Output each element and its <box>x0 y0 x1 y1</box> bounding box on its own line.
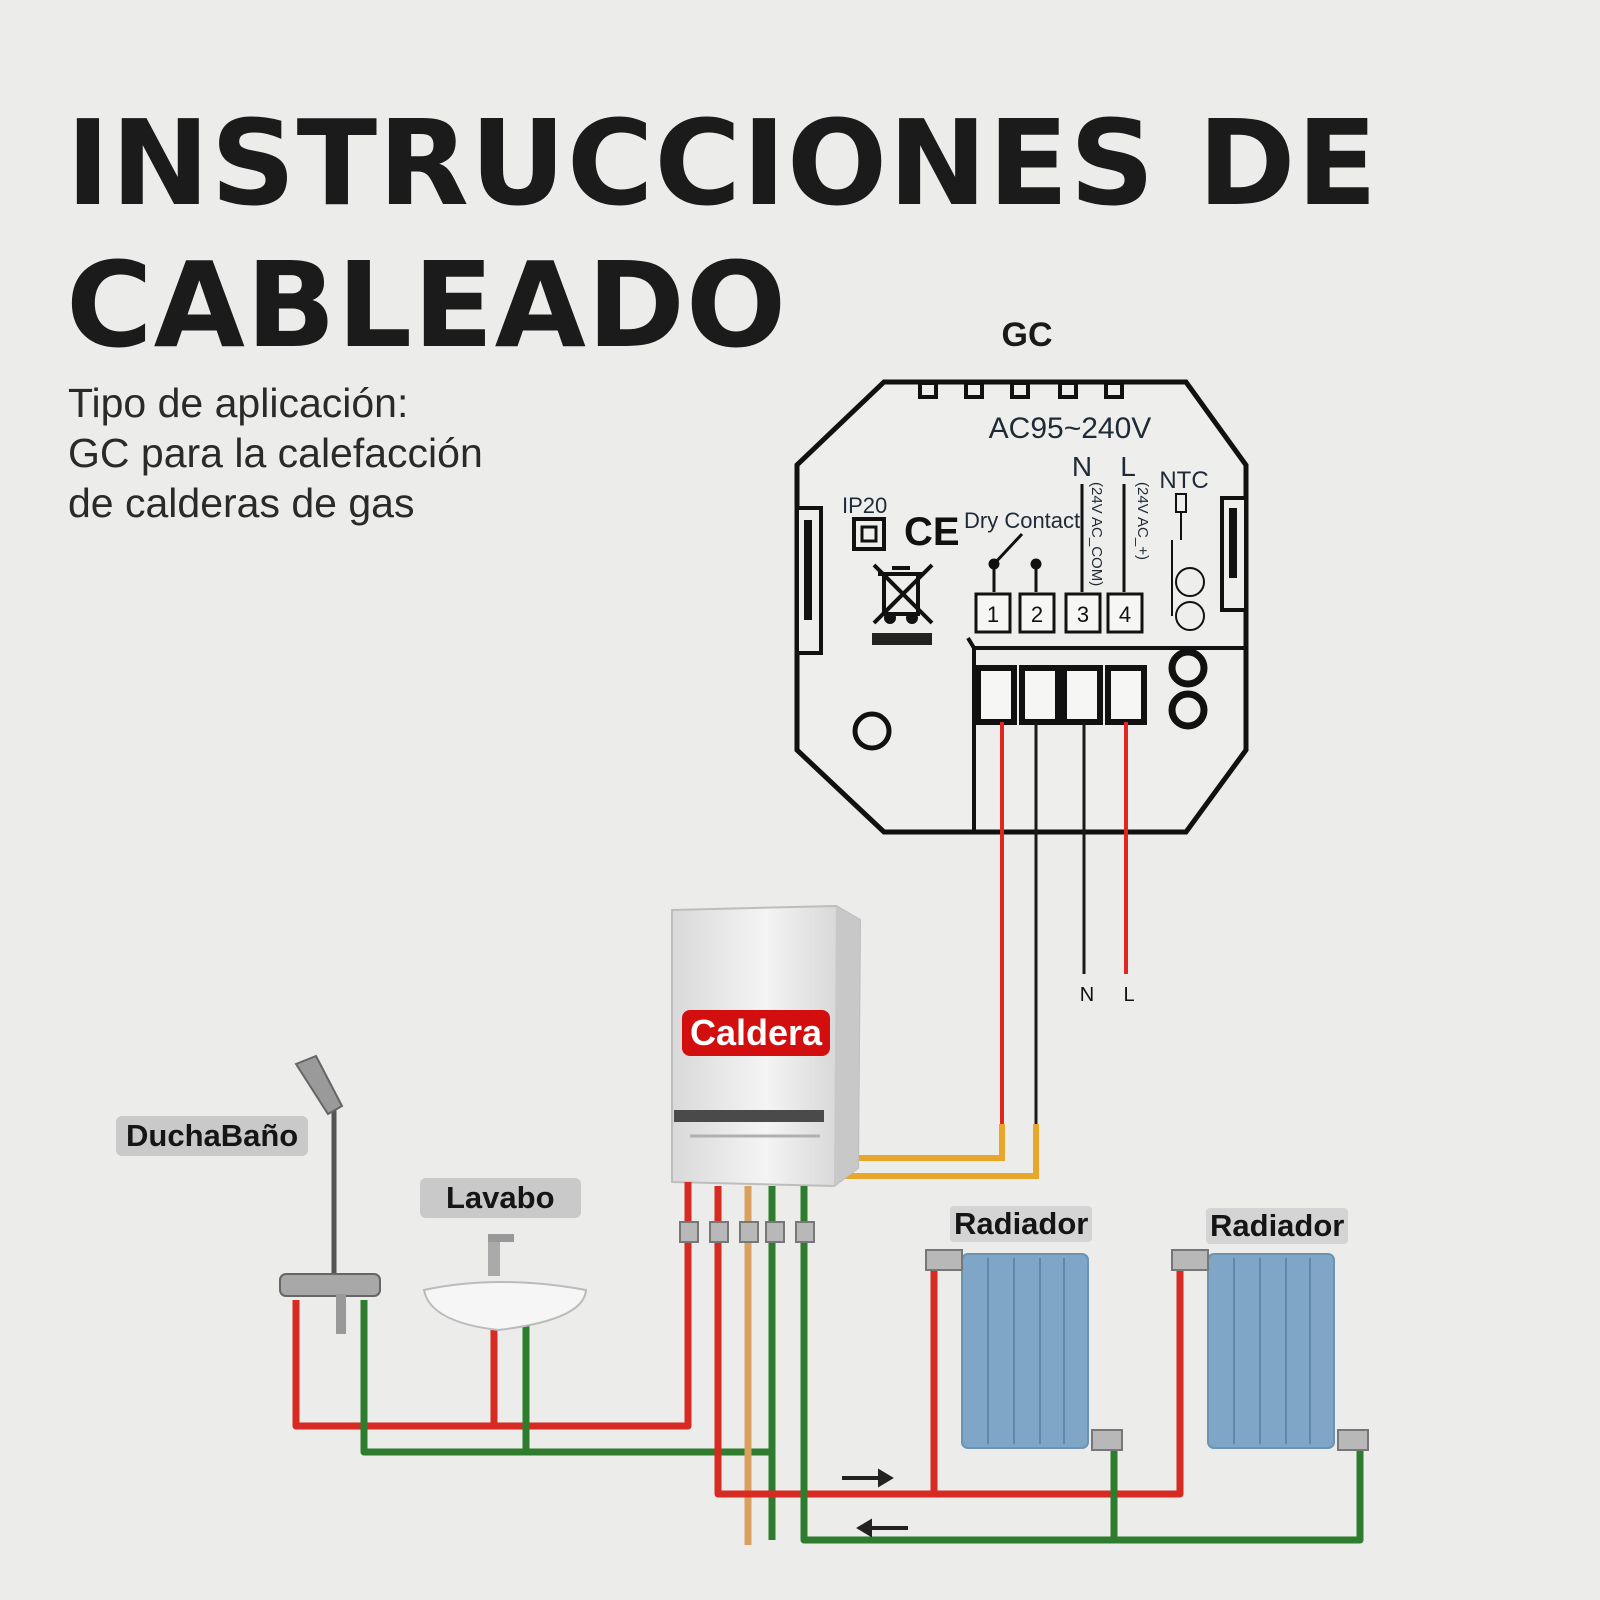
screw-terminal-3 <box>1061 665 1103 725</box>
screw-terminal-1 <box>975 665 1017 725</box>
l-terminal-label: L <box>1120 451 1136 482</box>
valve-4 <box>765 1221 785 1243</box>
n-terminal-label: N <box>1072 451 1092 482</box>
sink-label: Lavabo <box>420 1178 581 1218</box>
dry-contact-switch-icon <box>988 532 1042 592</box>
class-ii-inner-square <box>860 525 878 543</box>
weee-bin-icon <box>872 563 934 625</box>
valve-3 <box>739 1221 759 1243</box>
dry-contact-label: Dry Contact <box>964 508 1080 533</box>
mounting-hole <box>852 711 892 751</box>
sink-basin <box>422 1281 588 1332</box>
terminal-number-boxes: 1 2 3 4 <box>974 592 1144 634</box>
shower-label: DuchaBaño <box>116 1116 309 1156</box>
radiator-2-inlet-valve <box>1171 1249 1209 1271</box>
l-wire-end-label: L <box>1123 984 1134 1006</box>
subtitle-line-1: Tipo de aplicación: <box>68 380 409 426</box>
model-label: GC <box>1002 316 1053 354</box>
left-bracket-slot <box>804 520 812 620</box>
heating-return-pipe <box>800 1186 1364 1544</box>
terminal-3-number: 3 <box>1077 602 1089 627</box>
terminal-2-box <box>1018 592 1056 634</box>
valve-1 <box>679 1221 699 1243</box>
flow-arrow-right-head <box>878 1468 894 1488</box>
valve-2 <box>709 1221 729 1243</box>
subtitle-line-3: de calderas de gas <box>68 480 415 526</box>
class-ii-outer-square <box>852 517 886 551</box>
radiator-2-label: Radiador <box>1206 1208 1349 1244</box>
heating-flow-pipe <box>714 1186 1184 1498</box>
boiler-side <box>834 906 860 1186</box>
radiator-1-fins <box>987 1258 1065 1444</box>
radiator-2 <box>1171 1249 1369 1451</box>
ntc-socket-1 <box>1168 648 1208 688</box>
boiler-wire-2 <box>834 1124 1039 1179</box>
subtitle-line-2: GC para la calefacción <box>68 430 483 476</box>
terminal-1-box <box>974 592 1012 634</box>
radiator-1-inlet-valve <box>925 1249 963 1271</box>
l-voltage-note: (24V AC_+) <box>1134 482 1151 560</box>
title-line-2: CABLEADO <box>66 236 788 374</box>
ce-mark: CE <box>904 510 960 554</box>
boiler-label: Caldera <box>682 1010 831 1056</box>
radiator-1 <box>925 1249 1123 1451</box>
screw-terminals <box>975 665 1147 725</box>
weee-bar <box>872 633 932 645</box>
boiler-wire-1 <box>854 1124 1005 1161</box>
shower-mixer-outlet <box>336 1294 346 1334</box>
sink-fixture <box>422 1234 588 1332</box>
sink-faucet-lever <box>488 1234 514 1242</box>
radiator-2-outlet-valve <box>1337 1429 1369 1451</box>
title-line-1: INSTRUCCIONES DE <box>66 94 1379 232</box>
thermostat-back-plate: GC AC95~240V IP20 CE Dry Contact <box>794 316 1249 835</box>
radiator-1-outlet-valve <box>1091 1429 1123 1451</box>
radiator-2-fins <box>1233 1258 1311 1444</box>
voltage-label: AC95~240V <box>989 412 1152 445</box>
radiator-2-body <box>1207 1253 1335 1449</box>
terminal-1-number: 1 <box>987 602 999 627</box>
piping <box>292 1182 1364 1545</box>
n-wire-end-label: N <box>1080 984 1094 1006</box>
right-bracket-slot <box>1229 508 1237 578</box>
terminal-4-number: 4 <box>1119 602 1131 627</box>
radiator-1-body <box>961 1253 1089 1449</box>
ntc-sensor-icon <box>1171 493 1205 631</box>
terminal-2-number: 2 <box>1031 602 1043 627</box>
screw-terminal-2 <box>1019 665 1061 725</box>
radiator-1-label: Radiador <box>950 1206 1093 1242</box>
flow-arrows <box>842 1468 908 1538</box>
shower-fixture <box>279 1054 381 1334</box>
ntc-socket-2 <box>1168 690 1208 730</box>
terminal-3-box <box>1064 592 1102 634</box>
sink-faucet <box>488 1236 500 1276</box>
boiler-valves <box>679 1221 815 1243</box>
top-clips <box>918 381 1124 399</box>
ntc-label: NTC <box>1159 467 1208 494</box>
terminal-4-box <box>1106 592 1144 634</box>
application-type-text: Tipo de aplicación: GC para la calefacci… <box>68 378 483 528</box>
cold-water-pipe <box>360 1300 776 1540</box>
screw-terminal-4 <box>1105 665 1147 725</box>
flow-arrow-left-head <box>856 1518 872 1538</box>
valve-5 <box>795 1221 815 1243</box>
shower-mixer <box>279 1273 381 1297</box>
control-wires: N L <box>834 722 1135 1179</box>
n-voltage-note: (24V AC_COM) <box>1088 482 1105 586</box>
ip-rating-label: IP20 <box>842 493 887 518</box>
boiler-control-strip <box>674 1110 824 1122</box>
shower-head <box>294 1054 344 1116</box>
page-title: INSTRUCCIONES DE CABLEADO <box>66 92 1378 376</box>
